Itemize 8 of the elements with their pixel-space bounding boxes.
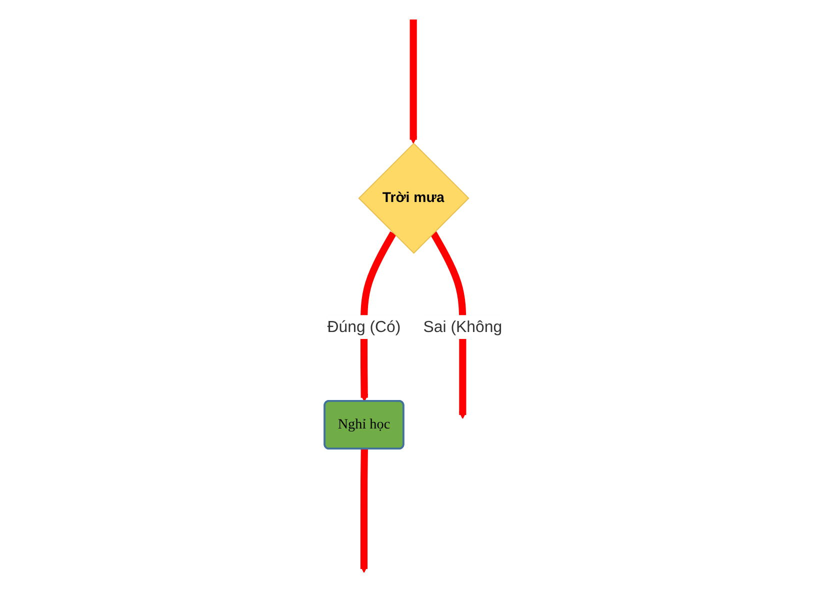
arrow (430, 231, 467, 419)
arrow (360, 449, 368, 573)
arrow (410, 19, 418, 144)
arrow (360, 231, 397, 402)
process-box: Nghỉ học (324, 400, 404, 450)
edge-label: Đúng (Có) (327, 315, 401, 339)
decision-diamond: Trời mưa (358, 142, 470, 254)
edge-label: Sai (Không (423, 315, 502, 339)
